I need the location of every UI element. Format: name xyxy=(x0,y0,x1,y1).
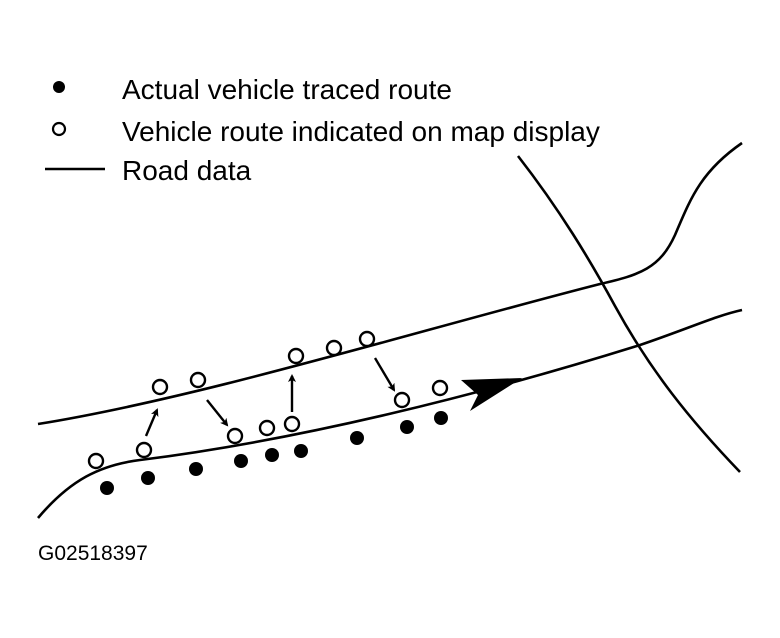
crossing-road xyxy=(516,155,741,473)
correction-arrow-icon xyxy=(206,399,229,427)
actual-point xyxy=(100,481,114,495)
display-point xyxy=(358,330,376,348)
correction-arrow-icon xyxy=(373,357,396,392)
direction-arrow-icon xyxy=(461,378,522,411)
actual-point xyxy=(400,420,414,434)
actual-point xyxy=(141,471,155,485)
figure-id-caption: G02518397 xyxy=(38,542,148,565)
legend-actual-route-label: Actual vehicle traced route xyxy=(122,74,452,105)
open-circle-icon xyxy=(51,121,67,137)
actual-point xyxy=(265,448,279,462)
filled-circle-icon xyxy=(53,81,65,93)
map-display-points xyxy=(87,330,449,470)
upper-road xyxy=(37,141,743,426)
legend-map-display-label: Vehicle route indicated on map display xyxy=(122,116,600,147)
actual-point xyxy=(294,444,308,458)
display-point xyxy=(283,415,301,433)
roads xyxy=(37,141,743,519)
correction-arrows xyxy=(144,357,396,437)
correction-arrow-icon xyxy=(144,408,159,437)
display-point xyxy=(226,427,244,445)
actual-point xyxy=(234,454,248,468)
actual-point xyxy=(189,462,203,476)
actual-point xyxy=(434,411,448,425)
actual-point xyxy=(350,431,364,445)
display-point xyxy=(151,378,169,396)
display-point xyxy=(325,339,343,357)
display-point xyxy=(87,452,105,470)
legend: Actual vehicle traced route Vehicle rout… xyxy=(45,74,600,186)
display-point xyxy=(258,419,276,437)
display-point xyxy=(393,391,411,409)
display-point xyxy=(287,347,305,365)
display-point xyxy=(189,371,207,389)
display-point xyxy=(431,379,449,397)
actual-route-points xyxy=(100,411,448,495)
lower-road xyxy=(37,308,743,519)
legend-road-data-label: Road data xyxy=(122,155,252,186)
display-point xyxy=(135,441,153,459)
